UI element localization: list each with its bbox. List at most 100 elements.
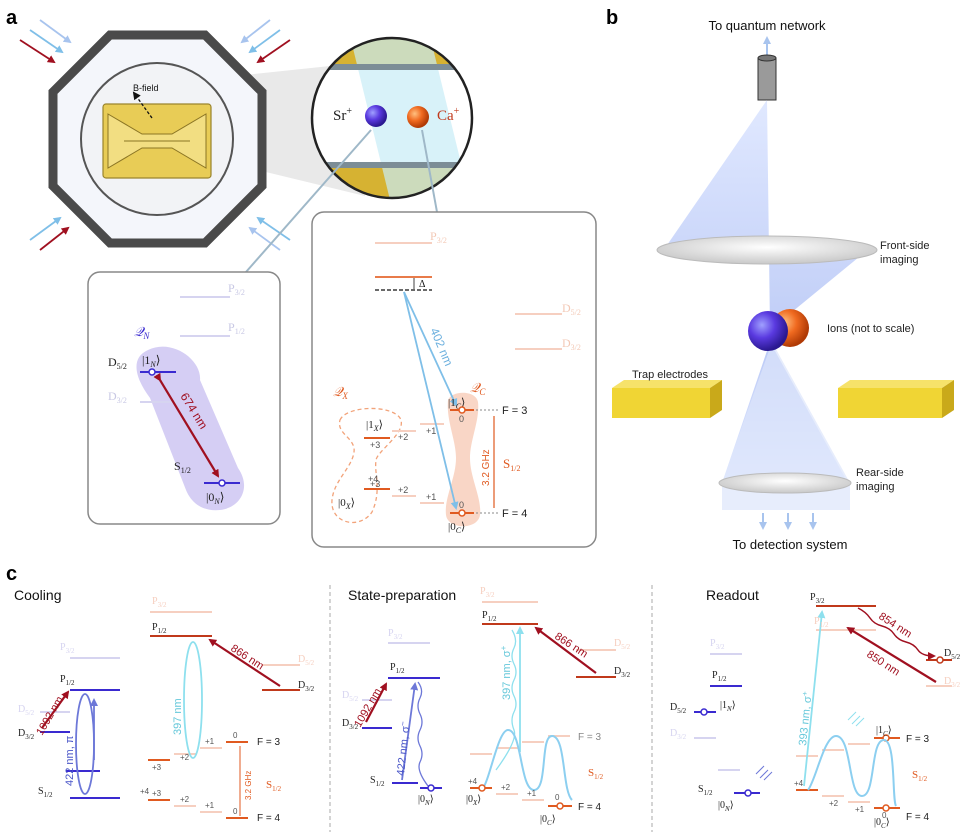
svg-text:|0N⟩: |0N⟩ bbox=[418, 794, 434, 807]
svg-text:P1/2: P1/2 bbox=[482, 610, 497, 623]
front-lens bbox=[656, 235, 878, 265]
panel-label-c: c bbox=[6, 563, 17, 585]
svg-text:+1: +1 bbox=[426, 426, 436, 436]
electrodes-label: Trap electrodes bbox=[632, 369, 709, 381]
front-cone bbox=[665, 100, 870, 330]
svg-text:D5/2: D5/2 bbox=[944, 648, 961, 661]
svg-text:0: 0 bbox=[233, 731, 238, 740]
ket-1c: |1C⟩ bbox=[448, 397, 465, 411]
svg-text:S1/2: S1/2 bbox=[912, 769, 928, 783]
svg-text:850 nm: 850 nm bbox=[864, 648, 901, 678]
ca-d32-label: D3/2 bbox=[562, 336, 581, 352]
svg-text:S1/2: S1/2 bbox=[266, 779, 282, 793]
ket-1c-dot bbox=[458, 406, 466, 414]
svg-text:+3: +3 bbox=[370, 440, 380, 450]
readout-title: Readout bbox=[706, 587, 759, 603]
svg-text:0: 0 bbox=[555, 793, 560, 802]
svg-text:D3/2: D3/2 bbox=[614, 666, 631, 679]
qn-label: 𝒬N bbox=[134, 324, 150, 341]
rear-beam bbox=[722, 342, 850, 510]
svg-text:+3: +3 bbox=[152, 789, 162, 798]
qc-blob bbox=[445, 392, 481, 527]
sr-d52-label: D5/2 bbox=[108, 355, 127, 371]
ca-m-labels: 0 +1 +2 +3 0 +1 +2 +3 +4 bbox=[368, 414, 464, 510]
svg-text:+1: +1 bbox=[205, 801, 215, 810]
svg-text:F = 4: F = 4 bbox=[257, 813, 281, 824]
cooling-scheme: Cooling 1092 nm 422 nm, π 397 nm bbox=[14, 587, 315, 824]
ca-f4-label: F = 4 bbox=[502, 508, 527, 520]
svg-text:P3/2: P3/2 bbox=[810, 592, 825, 605]
prep-title: State-preparation bbox=[348, 587, 456, 603]
svg-text:P1/2: P1/2 bbox=[712, 670, 727, 683]
svg-text:D3/2: D3/2 bbox=[670, 728, 687, 741]
svg-text:|0X⟩: |0X⟩ bbox=[466, 794, 481, 807]
svg-text:+2: +2 bbox=[501, 783, 511, 792]
svg-text:P3/2: P3/2 bbox=[388, 628, 403, 641]
panel-label-b: b bbox=[606, 7, 618, 29]
svg-text:0: 0 bbox=[459, 414, 464, 424]
scatter-icon-ca bbox=[847, 711, 865, 727]
svg-text:F = 3: F = 3 bbox=[257, 737, 281, 748]
svg-text:+1: +1 bbox=[855, 805, 865, 814]
qc-label: 𝒬C bbox=[470, 380, 486, 397]
svg-text:D5/2: D5/2 bbox=[342, 690, 359, 703]
ca-f3-label: F = 3 bbox=[502, 405, 527, 417]
svg-text:866 nm: 866 nm bbox=[228, 642, 265, 672]
connector-ca bbox=[421, 129, 438, 213]
svg-text:3.2 GHz: 3.2 GHz bbox=[244, 771, 253, 800]
svg-text:D5/2: D5/2 bbox=[18, 704, 35, 717]
svg-text:D5/2: D5/2 bbox=[614, 638, 631, 651]
readout-scheme: Readout 393 nm, σ+ bbox=[670, 587, 961, 830]
delta-label: Δ bbox=[419, 279, 426, 290]
svg-text:0: 0 bbox=[233, 807, 238, 816]
qx-label: 𝒬X bbox=[333, 384, 348, 401]
svg-text:S1/2: S1/2 bbox=[370, 775, 385, 788]
trap-electrode-right bbox=[838, 380, 954, 418]
svg-text:+4: +4 bbox=[140, 787, 150, 796]
qx-blob bbox=[331, 407, 402, 523]
svg-text:S1/2: S1/2 bbox=[38, 786, 53, 799]
svg-text:|1N⟩: |1N⟩ bbox=[720, 700, 736, 713]
svg-text:D3/2: D3/2 bbox=[342, 718, 359, 731]
bfield-label: B-field bbox=[133, 83, 159, 93]
svg-text:F = 4: F = 4 bbox=[906, 812, 930, 823]
sr-p32-label: P3/2 bbox=[228, 281, 245, 297]
svg-text:P3/2: P3/2 bbox=[480, 586, 495, 599]
ket-0x: |0X⟩ bbox=[338, 497, 355, 511]
ket-0c-dot bbox=[458, 509, 466, 517]
svg-text:+4: +4 bbox=[368, 474, 378, 484]
svg-text:0: 0 bbox=[459, 500, 464, 510]
svg-text:P1/2: P1/2 bbox=[390, 662, 405, 675]
svg-text:+3: +3 bbox=[370, 479, 380, 489]
laser-402-a bbox=[403, 291, 458, 407]
ca-level-box bbox=[311, 211, 597, 548]
trap-electrode-left bbox=[612, 380, 722, 418]
svg-text:P3/2: P3/2 bbox=[60, 642, 75, 655]
svg-text:393 nm, σ+: 393 nm, σ+ bbox=[795, 691, 815, 747]
svg-text:S1/2: S1/2 bbox=[698, 784, 713, 797]
svg-text:422 nm, σ−: 422 nm, σ− bbox=[393, 721, 413, 777]
connector-sr bbox=[245, 129, 372, 273]
svg-text:|0C⟩: |0C⟩ bbox=[874, 817, 890, 830]
fiber-coupler bbox=[757, 57, 777, 101]
svg-text:+2: +2 bbox=[180, 753, 190, 762]
panel-label-a: a bbox=[6, 7, 18, 29]
svg-text:|0C⟩: |0C⟩ bbox=[540, 814, 556, 827]
svg-text:397 nm, σ+: 397 nm, σ+ bbox=[499, 645, 513, 700]
ca-p32-label: P3/2 bbox=[430, 229, 447, 245]
sr-p12-label: P1/2 bbox=[228, 320, 245, 336]
svg-text:S1/2: S1/2 bbox=[588, 767, 604, 781]
sr-ion-setup bbox=[748, 311, 788, 351]
svg-text:|0N⟩: |0N⟩ bbox=[718, 800, 734, 813]
svg-text:P1/2: P1/2 bbox=[60, 674, 75, 687]
svg-text:D3/2: D3/2 bbox=[18, 728, 35, 741]
detection-label: To detection system bbox=[733, 537, 848, 552]
svg-text:F = 3: F = 3 bbox=[578, 732, 602, 743]
ca-ion-zoom bbox=[407, 106, 429, 128]
ket-0n-dot bbox=[218, 479, 226, 487]
sr-d32-label: D3/2 bbox=[108, 389, 127, 405]
svg-text:P3/2: P3/2 bbox=[152, 596, 167, 609]
svg-text:+2: +2 bbox=[829, 799, 839, 808]
